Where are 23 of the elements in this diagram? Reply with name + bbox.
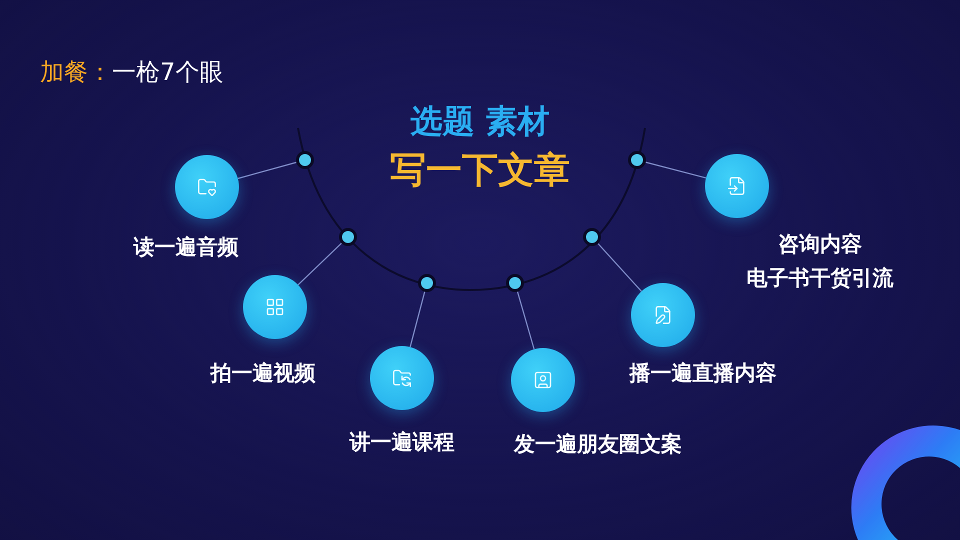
connector-line	[646, 162, 706, 179]
item-label: 讲一遍课程	[350, 429, 454, 456]
item-label: 电子书干货引流	[746, 265, 894, 292]
item-label: 咨询内容	[778, 231, 862, 258]
center-heading: 写一下文章	[389, 149, 571, 193]
slide-title: 一枪7个眼	[112, 57, 224, 88]
connector-dot	[296, 151, 314, 169]
item-label: 播一遍直播内容	[630, 360, 776, 387]
connector-dot	[339, 228, 357, 246]
item-label: 发一遍朋友圈文案	[514, 431, 682, 458]
item-label: 读一遍音频	[134, 234, 238, 261]
item-label: 拍一遍视频	[210, 360, 316, 387]
connector-line	[598, 243, 642, 292]
connector-dot	[628, 151, 646, 169]
center-heading: 选题 素材	[409, 101, 551, 142]
connector-line	[298, 242, 342, 286]
connector-dot	[418, 274, 436, 292]
connector-dot	[583, 228, 601, 246]
connector-line	[238, 162, 296, 180]
tag-label: 加餐：	[40, 57, 112, 88]
connector-line	[410, 292, 426, 348]
connector-line	[516, 291, 535, 350]
connector-dot	[506, 274, 524, 292]
